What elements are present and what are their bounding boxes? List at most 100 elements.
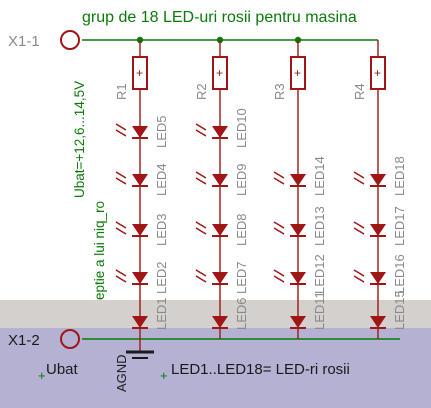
led-arrow [353, 171, 365, 179]
led-label: LED11 [312, 291, 327, 330]
led-triangle [290, 316, 306, 328]
led-triangle [212, 272, 228, 284]
led-led8: LED8 [195, 213, 249, 246]
led-arrow [273, 227, 285, 235]
led-led6: LED6 [212, 297, 249, 330]
led-arrow [195, 275, 207, 283]
led-triangle [212, 174, 228, 186]
led-arrow [115, 227, 127, 235]
led-arrow [115, 275, 127, 283]
resistor-plus: + [374, 66, 381, 80]
led-led11: LED11 [290, 291, 327, 330]
reception-label: eptie a lui niq_ro [92, 201, 107, 300]
resistor-plus: + [294, 66, 301, 80]
led-label: LED18 [392, 156, 407, 196]
led-triangle [212, 126, 228, 138]
led-arrow [273, 275, 285, 283]
led-arrow [115, 171, 127, 179]
resistor-plus: + [216, 66, 223, 80]
led-label: LED6 [234, 297, 249, 330]
led-triangle [370, 316, 386, 328]
led-led4: LED4 [115, 163, 169, 196]
led-triangle [132, 272, 148, 284]
led-label: LED17 [392, 206, 407, 246]
led-led14: LED14 [273, 156, 327, 196]
led-arrow [195, 129, 207, 137]
overlay-lower [0, 328, 431, 408]
led-led7: LED7 [195, 261, 249, 294]
led-arrow [195, 171, 207, 179]
overlay-band [0, 300, 431, 328]
led-led10: LED10 [195, 108, 249, 148]
led-arrow [273, 221, 285, 229]
schematic-title: grup de 18 LED-uri rosii pentru masina [82, 9, 357, 26]
led-triangle [290, 174, 306, 186]
resistor-r3 [290, 56, 306, 90]
ubat-label: Ubat [46, 361, 79, 378]
resistor-plus: + [136, 66, 143, 80]
led-arrow [353, 221, 365, 229]
led-triangle [132, 174, 148, 186]
led-arrow [353, 227, 365, 235]
led-triangle [212, 224, 228, 236]
led-led16: LED16 [353, 254, 407, 294]
led-label: LED2 [154, 261, 169, 294]
legend-text: LED1..LED18= LED-ri rosii [171, 361, 350, 378]
led-arrow [115, 129, 127, 137]
led-led2: LED2 [115, 261, 169, 294]
led-arrow [195, 177, 207, 185]
connector-x1-2: X1-2 [8, 332, 40, 349]
connector-x1-1-terminal [60, 30, 80, 50]
plus-mark-ubat: + [38, 368, 46, 383]
led-triangle [370, 174, 386, 186]
led-arrow [115, 123, 127, 131]
led-label: LED4 [154, 163, 169, 196]
led-triangle [370, 272, 386, 284]
led-arrow [353, 269, 365, 277]
led-arrow [115, 269, 127, 277]
led-label: LED7 [234, 261, 249, 294]
led-label: LED1 [154, 297, 169, 330]
led-arrow [273, 269, 285, 277]
led-led9: LED9 [195, 163, 249, 196]
led-led18: LED18 [353, 156, 407, 196]
led-arrow [273, 171, 285, 179]
led-arrow [195, 221, 207, 229]
components: +++R1LED5LED4LED3LED2LED1+R2LED10LED9LED… [38, 30, 407, 383]
led-arrow [115, 177, 127, 185]
led-led12: LED12 [273, 254, 327, 294]
led-label: LED13 [312, 206, 327, 246]
led-label: LED14 [312, 156, 327, 196]
resistor-label: R4 [352, 83, 367, 100]
led-triangle [212, 316, 228, 328]
overlay-background [0, 300, 431, 408]
resistor-r2 [212, 56, 228, 90]
led-triangle [132, 316, 148, 328]
led-arrow [115, 221, 127, 229]
led-led17: LED17 [353, 206, 407, 246]
led-label: LED8 [234, 213, 249, 246]
led-arrow [195, 227, 207, 235]
led-label: LED3 [154, 213, 169, 246]
led-triangle [370, 224, 386, 236]
led-led1: LED1 [132, 297, 169, 330]
led-triangle [132, 224, 148, 236]
led-triangle [132, 126, 148, 138]
voltage-label: Ubat=+12,6...14,5V [72, 81, 87, 198]
led-triangle [290, 272, 306, 284]
led-arrow [273, 177, 285, 185]
led-arrow [353, 177, 365, 185]
led-label: LED12 [312, 254, 327, 294]
connector-x1-1: X1-1 [8, 33, 40, 50]
led-led15: LED15 [370, 290, 407, 330]
led-label: LED9 [234, 163, 249, 196]
led-led3: LED3 [115, 213, 169, 246]
led-led13: LED13 [273, 206, 327, 246]
plus-mark-legend: + [160, 368, 168, 383]
led-arrow [195, 269, 207, 277]
agnd-label: AGND [114, 354, 129, 392]
led-label: LED5 [154, 115, 169, 148]
led-label: LED16 [392, 254, 407, 294]
resistor-r4 [370, 56, 386, 90]
